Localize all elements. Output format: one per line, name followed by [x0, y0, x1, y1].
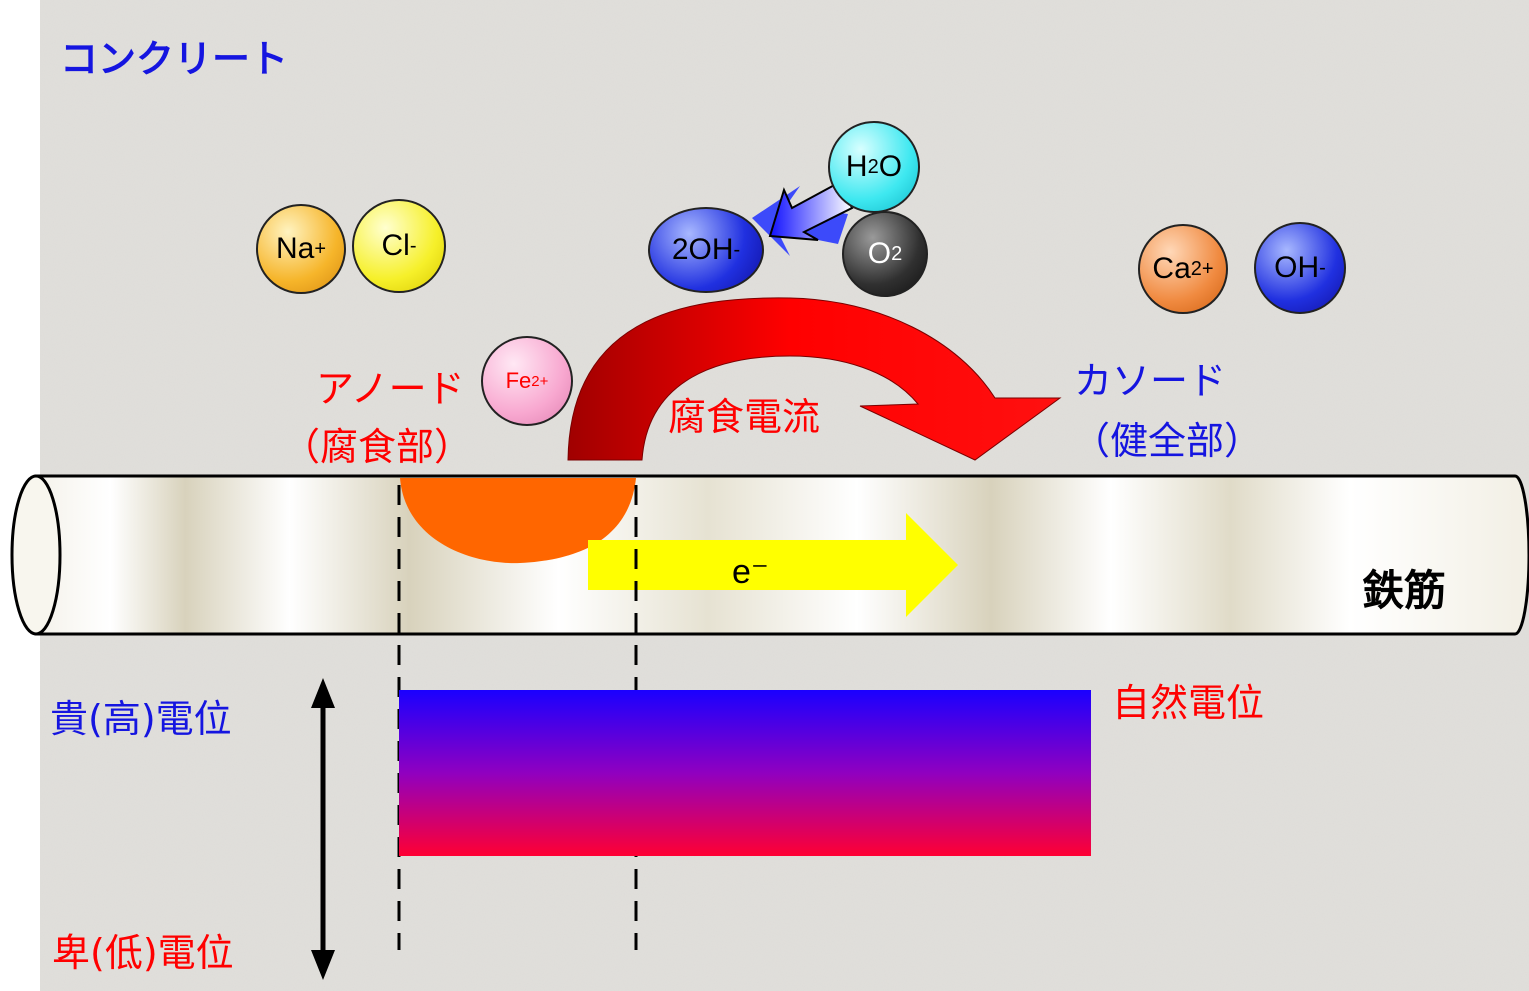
chloride-ion: Cl-	[352, 199, 446, 293]
hydroxide-ion-pair: 2OH-	[648, 207, 764, 293]
noble-potential-label: 貴(高)電位	[50, 697, 232, 741]
electron-label: e⁻	[732, 553, 769, 591]
anode-label: アノード	[316, 367, 465, 411]
sodium-ion: Na+	[256, 204, 346, 294]
cathode-label: カソード	[1074, 359, 1227, 403]
potential-axis-arrow	[311, 678, 335, 980]
rebar-label: 鉄筋	[1362, 566, 1447, 615]
natural-potential-label: 自然電位	[1112, 681, 1265, 725]
corrosion-current-label: 腐食電流	[668, 395, 821, 439]
cathode-sublabel: （健全部）	[1072, 419, 1263, 463]
corrosion-current-arrow	[567, 297, 1062, 461]
anode-sublabel: （腐食部）	[282, 425, 473, 469]
base-potential-label: 卑(低)電位	[52, 931, 234, 975]
electron-flow-arrow	[588, 513, 958, 617]
corrosion-pit	[400, 478, 636, 564]
hydroxide-ion: OH-	[1254, 222, 1346, 314]
natural-potential-bar	[399, 690, 1091, 856]
concrete-label: コンクリート	[60, 37, 289, 81]
